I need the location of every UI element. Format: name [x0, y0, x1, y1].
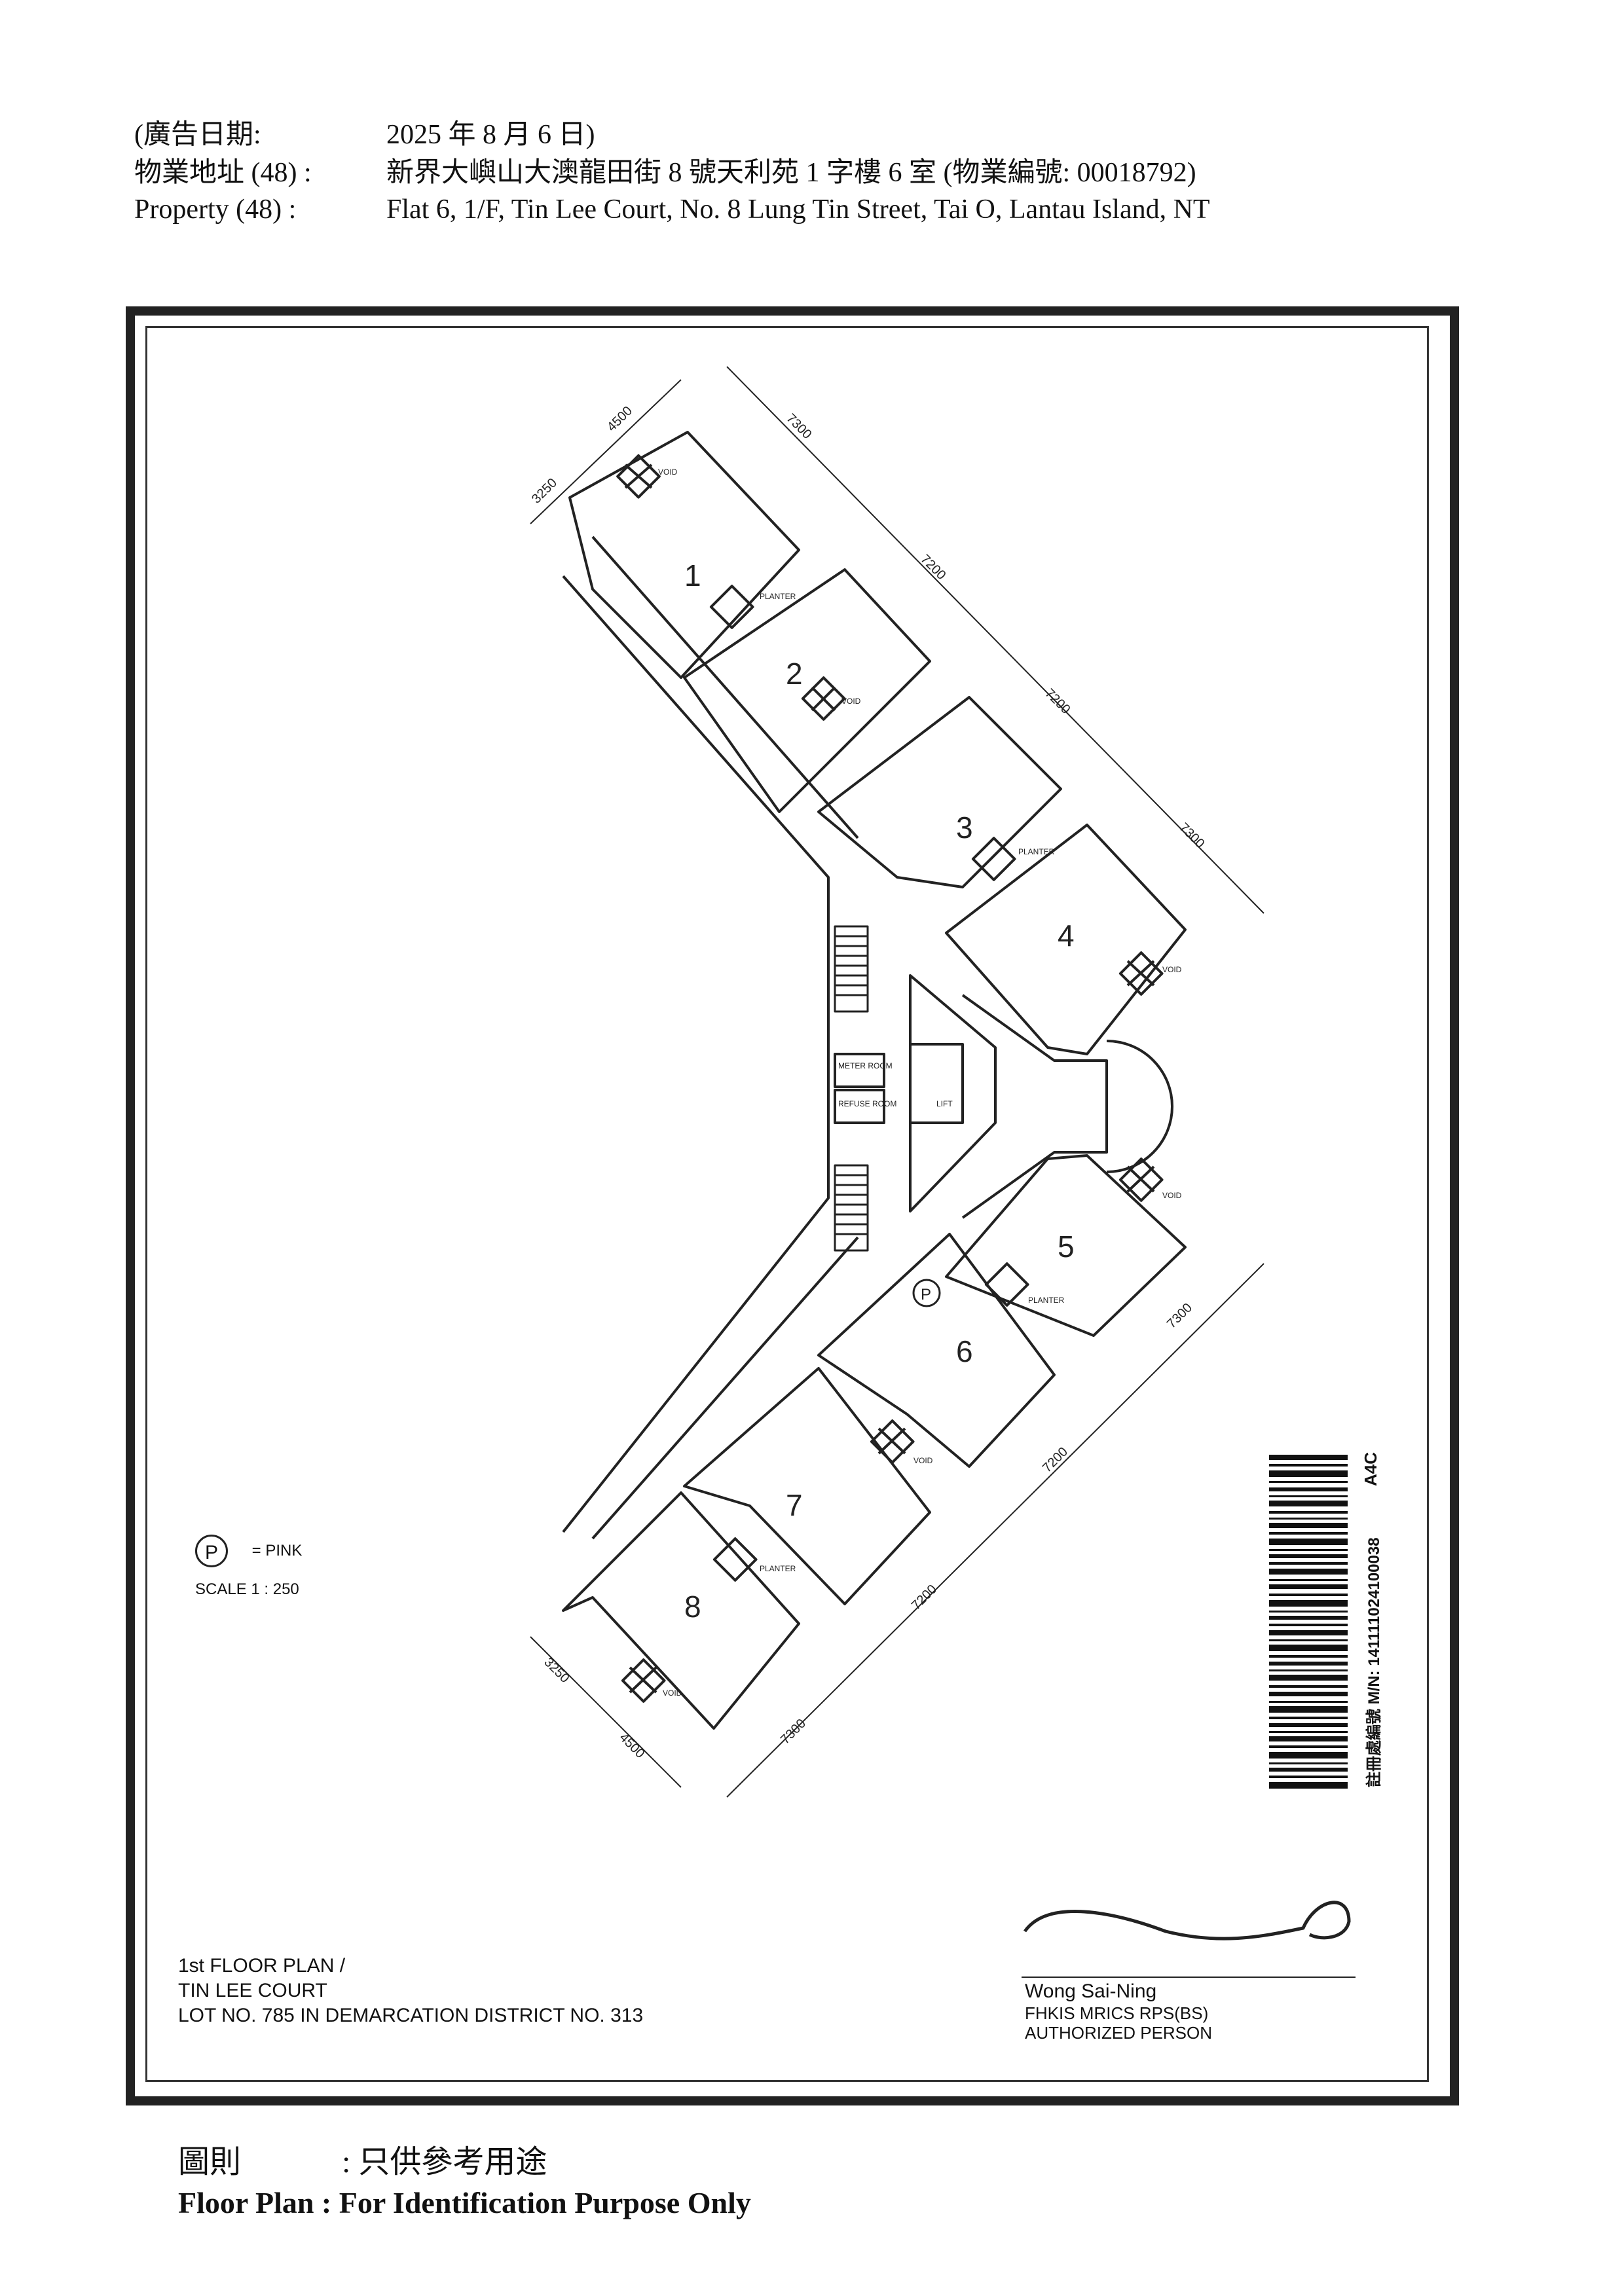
planter-label: PLANTER [760, 592, 796, 601]
signatory-role: AUTHORIZED PERSON [1025, 2023, 1213, 2043]
dimension-label: 7300 [1164, 1301, 1195, 1332]
flat-number: 7 [786, 1488, 803, 1522]
plan-title-line-2: TIN LEE COURT [178, 1980, 327, 2001]
void-label: VOID [841, 697, 861, 706]
footer-en: Floor Plan : For Identification Purpose … [178, 2186, 751, 2219]
plan-title-line-3: LOT NO. 785 IN DEMARCATION DISTRICT NO. … [178, 2005, 644, 2026]
address-zh-label: 物業地址 (48) : [134, 158, 312, 188]
flat-6-outline [817, 1233, 1056, 1468]
void-label: VOID [663, 1688, 682, 1698]
flat-3-planter [971, 837, 1016, 881]
plan-inner-frame [145, 326, 1429, 2082]
plan-title-line-1: 1st FLOOR PLAN / [178, 1955, 346, 1977]
address-zh-line: 物業地址 (48) : 新界大嶼山大澳龍田街 8 號天利苑 1 字樓 6 室 (… [134, 155, 1196, 191]
signatory-name: Wong Sai-Ning [1025, 1980, 1157, 2002]
plan-outer-frame [126, 306, 1459, 2105]
flat-number: 4 [1058, 919, 1075, 953]
refuse-room-label: REFUSE ROOM [838, 1099, 896, 1108]
void-label: VOID [1162, 1191, 1182, 1200]
barcode-graphic [1269, 1455, 1348, 1789]
advert-date-label: (廣告日期: [134, 120, 261, 150]
lobby-wall [961, 994, 1108, 1219]
flat-1-outline [568, 431, 800, 679]
flat-1-planter [709, 585, 754, 629]
lift-shaft [909, 1043, 964, 1124]
dimension-label: 7200 [1042, 686, 1073, 717]
flat-number: 1 [684, 558, 701, 592]
void-label: VOID [658, 467, 678, 477]
planter-label: PLANTER [1018, 847, 1055, 856]
advert-date-line: (廣告日期: 2025 年 8 月 6 日) [134, 117, 595, 153]
dimension-label: 7300 [783, 411, 814, 442]
stair-upper [834, 925, 869, 1013]
flat-number: 3 [956, 811, 973, 845]
void-label: VOID [1162, 965, 1182, 974]
corridor-wall-lower [591, 1236, 859, 1540]
dimension-label: 7200 [917, 552, 948, 583]
planter-label: PLANTER [760, 1564, 796, 1573]
lift-core-triangle [909, 974, 997, 1212]
meter-room [834, 1053, 885, 1088]
dimension-lines [530, 366, 1264, 1798]
pink-marker-label: P [921, 1286, 931, 1303]
meter-room-label: METER ROOM [838, 1061, 893, 1070]
plan-scale: SCALE 1 : 250 [195, 1580, 299, 1598]
address-en-line: Property (48) : Flat 6, 1/F, Tin Lee Cou… [134, 191, 1210, 228]
planter-label: PLANTER [1028, 1296, 1065, 1305]
flat-number: 2 [786, 657, 803, 691]
flat-7-planter [712, 1537, 758, 1582]
flat-7-outline [683, 1367, 931, 1605]
flat-5-planter [984, 1262, 1029, 1307]
void-label: VOID [913, 1456, 933, 1465]
dimension-label: 4500 [604, 404, 635, 435]
dimension-label: 7300 [1176, 820, 1207, 851]
flat-3-outline [817, 696, 1062, 888]
signature-scribble [1023, 1901, 1351, 1941]
address-en-value: Flat 6, 1/F, Tin Lee Court, No. 8 Lung T… [386, 194, 1210, 225]
address-zh-value: 新界大嶼山大澳龍田街 8 號天利苑 1 字樓 6 室 (物業編號: 000187… [386, 158, 1196, 188]
legend: P = PINK SCALE 1 : 250 [195, 1535, 303, 1598]
dimension-label: 4500 [616, 1730, 647, 1761]
pink-marker-circle [912, 1279, 941, 1307]
flat-5-outline [945, 1154, 1187, 1337]
signature-block: Wong Sai-Ning FHKIS MRICS RPS(BS) AUTHOR… [1025, 1980, 1212, 2043]
footer-zh: 圖則 : 只供參考用途 [178, 2136, 547, 2181]
plan-title-block: 1st FLOOR PLAN / TIN LEE COURT LOT NO. 7… [178, 1954, 643, 2028]
flat-4-outline [945, 824, 1187, 1055]
flat-8-outline [562, 1491, 800, 1730]
advert-date-value: 2025 年 8 月 6 日) [386, 120, 595, 150]
corridor-wall-upper [591, 536, 859, 839]
corridor-inner-wall [562, 575, 830, 1533]
address-en-label: Property (48) : [134, 194, 297, 225]
signatory-qualifications: FHKIS MRICS RPS(BS) [1025, 2003, 1209, 2023]
lift-label: LIFT [936, 1099, 953, 1108]
flat-number: 8 [684, 1590, 701, 1624]
barcode-size: A4C [1361, 1451, 1380, 1486]
legend-pink-symbol: P [195, 1535, 228, 1567]
flat-2-outline [683, 568, 931, 813]
refuse-room [834, 1089, 885, 1124]
stair-lower [834, 1164, 869, 1252]
dimension-label: 7200 [909, 1582, 940, 1613]
footer-zh-value: : 只供參考用途 [342, 2145, 547, 2179]
dimension-label: 3250 [529, 476, 560, 507]
footer-zh-label: 圖則 [178, 2145, 242, 2179]
barcode-text: 註冊處編號 M/N: 141111024100038 [1365, 1537, 1383, 1787]
flat-number: 5 [1058, 1230, 1075, 1264]
lobby-curve [1106, 1040, 1173, 1173]
legend-pink-meaning: = PINK [251, 1542, 303, 1559]
flat-number: 6 [956, 1334, 973, 1368]
dimension-label: 3250 [541, 1655, 572, 1686]
